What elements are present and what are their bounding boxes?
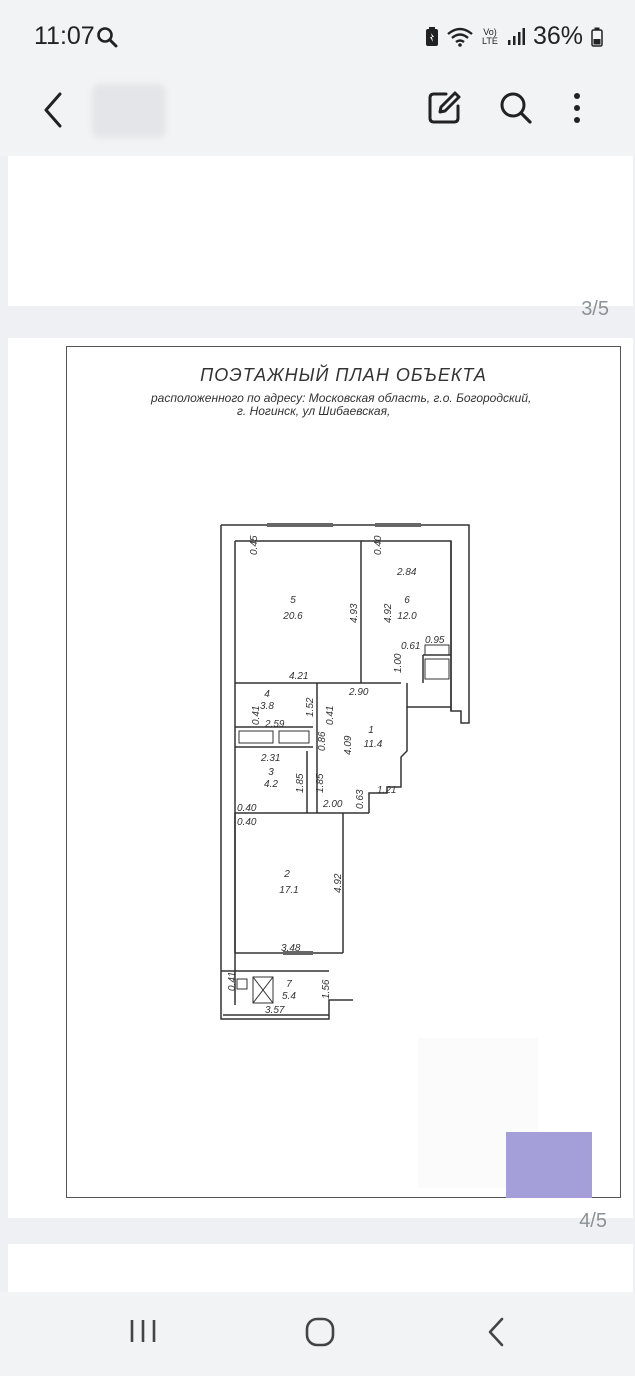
dim-label: 1.52 (305, 697, 316, 717)
dim-label: 3.48 (281, 943, 301, 954)
signal-icon (507, 27, 525, 45)
page-number-3: 3/5 (581, 298, 609, 320)
network-type: Vo) LTE (482, 26, 498, 46)
dim-label: 0.41 (251, 706, 262, 725)
room-5-num: 5 (290, 595, 296, 606)
room-3-area: 4.2 (264, 779, 278, 790)
dim-label: 2.84 (396, 567, 417, 578)
dim-label: 3.57 (265, 1005, 285, 1016)
pdf-page-4[interactable]: ПОЭТАЖНЫЙ ПЛАН ОБЪЕКТА расположенного по… (8, 338, 633, 1232)
room-1-area: 11.4 (364, 739, 383, 750)
page-number-4: 4/5 (579, 1210, 607, 1232)
room-4-num: 4 (264, 689, 270, 700)
plan-address-line2: г. Ногинск, ул Шибаевская, (237, 404, 391, 418)
status-icons: Vo) LTE 36% (425, 22, 603, 51)
dim-label: 1.85 (315, 773, 326, 793)
dim-label: 4.09 (343, 735, 354, 755)
edit-icon[interactable] (426, 90, 462, 126)
room-4-area: 3.8 (260, 701, 274, 712)
dim-label: 2.59 (264, 719, 285, 730)
room-6-num: 6 (404, 595, 410, 606)
room-6-area: 12.0 (397, 611, 417, 622)
home-icon[interactable] (304, 1316, 336, 1348)
back-nav-icon[interactable] (484, 1316, 508, 1348)
room-3-num: 3 (268, 767, 274, 778)
plan-title: ПОЭТАЖНЫЙ ПЛАН ОБЪЕКТА (200, 365, 487, 385)
dim-label: 2.00 (322, 799, 343, 810)
dim-label: 0.95 (425, 635, 445, 646)
dim-label: 4.92 (333, 873, 344, 893)
back-icon[interactable] (38, 90, 66, 130)
dim-label: 0.40 (237, 817, 257, 828)
battery-saver-icon (425, 26, 438, 46)
room-7-area: 5.4 (282, 991, 296, 1002)
search-icon[interactable] (498, 90, 534, 126)
battery-icon (591, 27, 603, 47)
dim-label: 4.21 (289, 671, 308, 682)
dim-label: 4.93 (349, 603, 360, 623)
room-7-num: 7 (286, 979, 292, 990)
dim-label: 2.31 (260, 753, 280, 764)
dim-label: 1.85 (295, 773, 306, 793)
dim-label: 0.41 (325, 706, 336, 725)
dim-label: 0.61 (401, 641, 420, 652)
wifi-icon (447, 27, 473, 47)
more-options-icon[interactable] (570, 90, 584, 126)
dim-label: 1.21 (377, 785, 396, 796)
dim-label: 0.41 (227, 972, 238, 991)
room-2-area: 17.1 (279, 885, 298, 896)
room-2-num: 2 (283, 869, 290, 880)
dim-label: 1.56 (321, 979, 332, 999)
recent-apps-icon[interactable] (128, 1316, 158, 1346)
dim-label: 0.63 (355, 789, 366, 809)
dim-label: 4.92 (383, 603, 394, 623)
app-toolbar (0, 72, 635, 156)
system-navigation-bar (0, 1292, 635, 1376)
search-icon (97, 27, 118, 48)
status-bar: 11:07 Vo) LTE 36% (0, 0, 635, 72)
status-time: 11:07 (34, 22, 95, 50)
pdf-page-5[interactable] (8, 1244, 633, 1292)
document-title-redacted (92, 84, 166, 138)
floor-plan-frame: ПОЭТАЖНЫЙ ПЛАН ОБЪЕКТА расположенного по… (66, 346, 621, 1198)
dim-label: 2.90 (348, 687, 369, 698)
dim-label: 0.45 (249, 535, 260, 555)
dim-label: 0.40 (373, 535, 384, 555)
pdf-page-3[interactable]: 3/5 (8, 156, 633, 320)
dim-label: 0.86 (317, 731, 328, 751)
dim-label: 1.00 (393, 653, 404, 673)
plan-address-line1: расположенного по адресу: Московская обл… (151, 391, 532, 405)
dim-label: 0.40 (237, 803, 257, 814)
battery-percent: 36% (532, 22, 583, 50)
floor-plan-drawing: 5 20.6 6 12.0 4 3.8 1 11.4 3 4.2 2 17.1 … (220, 523, 470, 1020)
room-5-area: 20.6 (282, 611, 303, 622)
purple-overlay-shape (506, 1132, 592, 1198)
room-1-num: 1 (368, 725, 374, 736)
